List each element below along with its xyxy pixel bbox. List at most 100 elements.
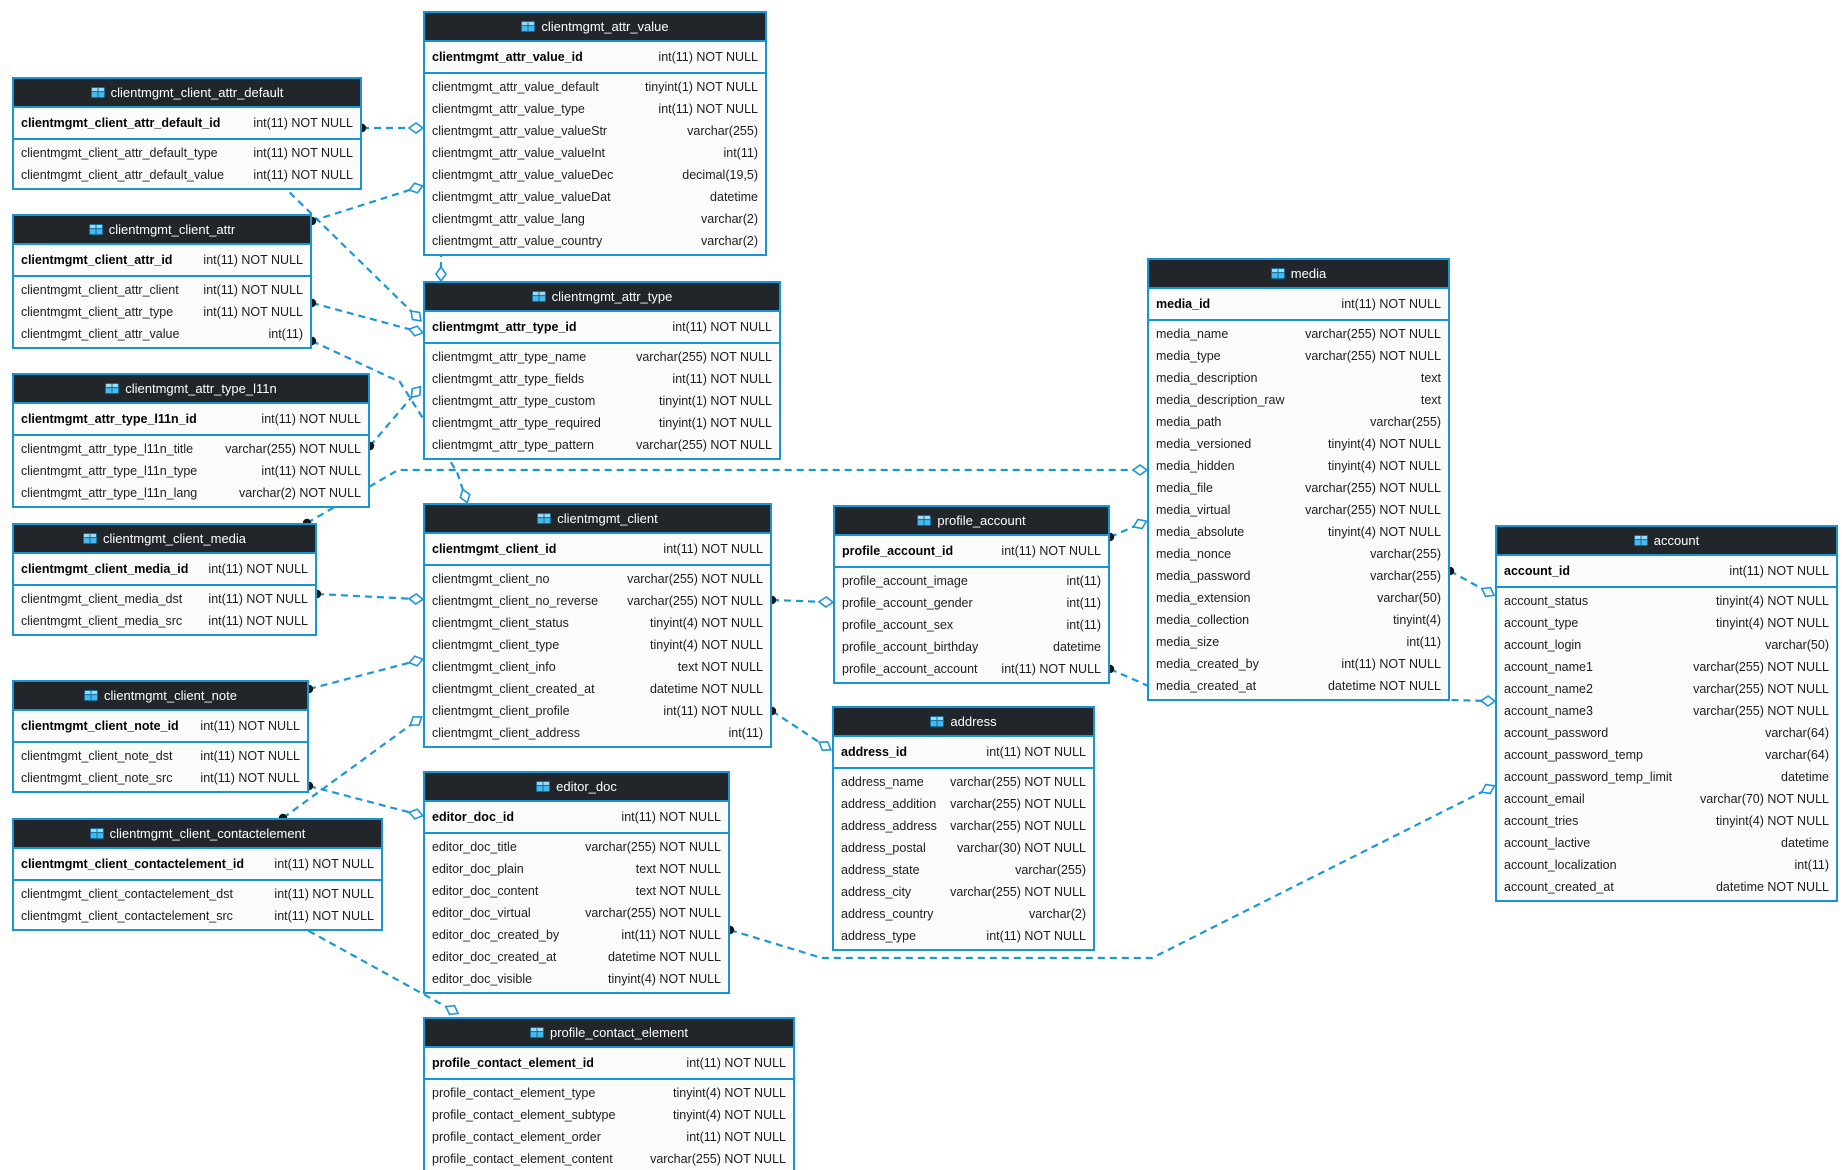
table-header[interactable]: clientmgmt_client [425, 505, 770, 534]
table-header[interactable]: clientmgmt_attr_type [425, 283, 779, 312]
relationship-line-clientmgmt-client-note-to-editor-doc[interactable] [308, 784, 417, 816]
table-header[interactable]: clientmgmt_client_attr_default [14, 79, 360, 108]
relationship-line-clientmgmt-client-attr-to-clientmgmt-attr-type[interactable] [311, 301, 417, 333]
table-header[interactable]: editor_doc [425, 773, 728, 802]
table-header[interactable]: clientmgmt_attr_value [425, 13, 765, 42]
table-header[interactable]: clientmgmt_client_media [14, 525, 315, 554]
table-header[interactable]: media [1149, 260, 1448, 289]
relationship-line-clientmgmt-client-to-profile-account[interactable] [771, 598, 827, 604]
table-header[interactable]: clientmgmt_attr_type_l11n [14, 375, 368, 404]
table-header[interactable]: address [834, 708, 1093, 737]
table-clientmgmt-attr-type[interactable]: clientmgmt_attr_type clientmgmt_attr_type… [423, 281, 781, 460]
table-header[interactable]: profile_account [835, 507, 1108, 536]
relationship-line-clientmgmt-client-attr-to-clientmgmt-attr-value[interactable] [311, 186, 417, 223]
